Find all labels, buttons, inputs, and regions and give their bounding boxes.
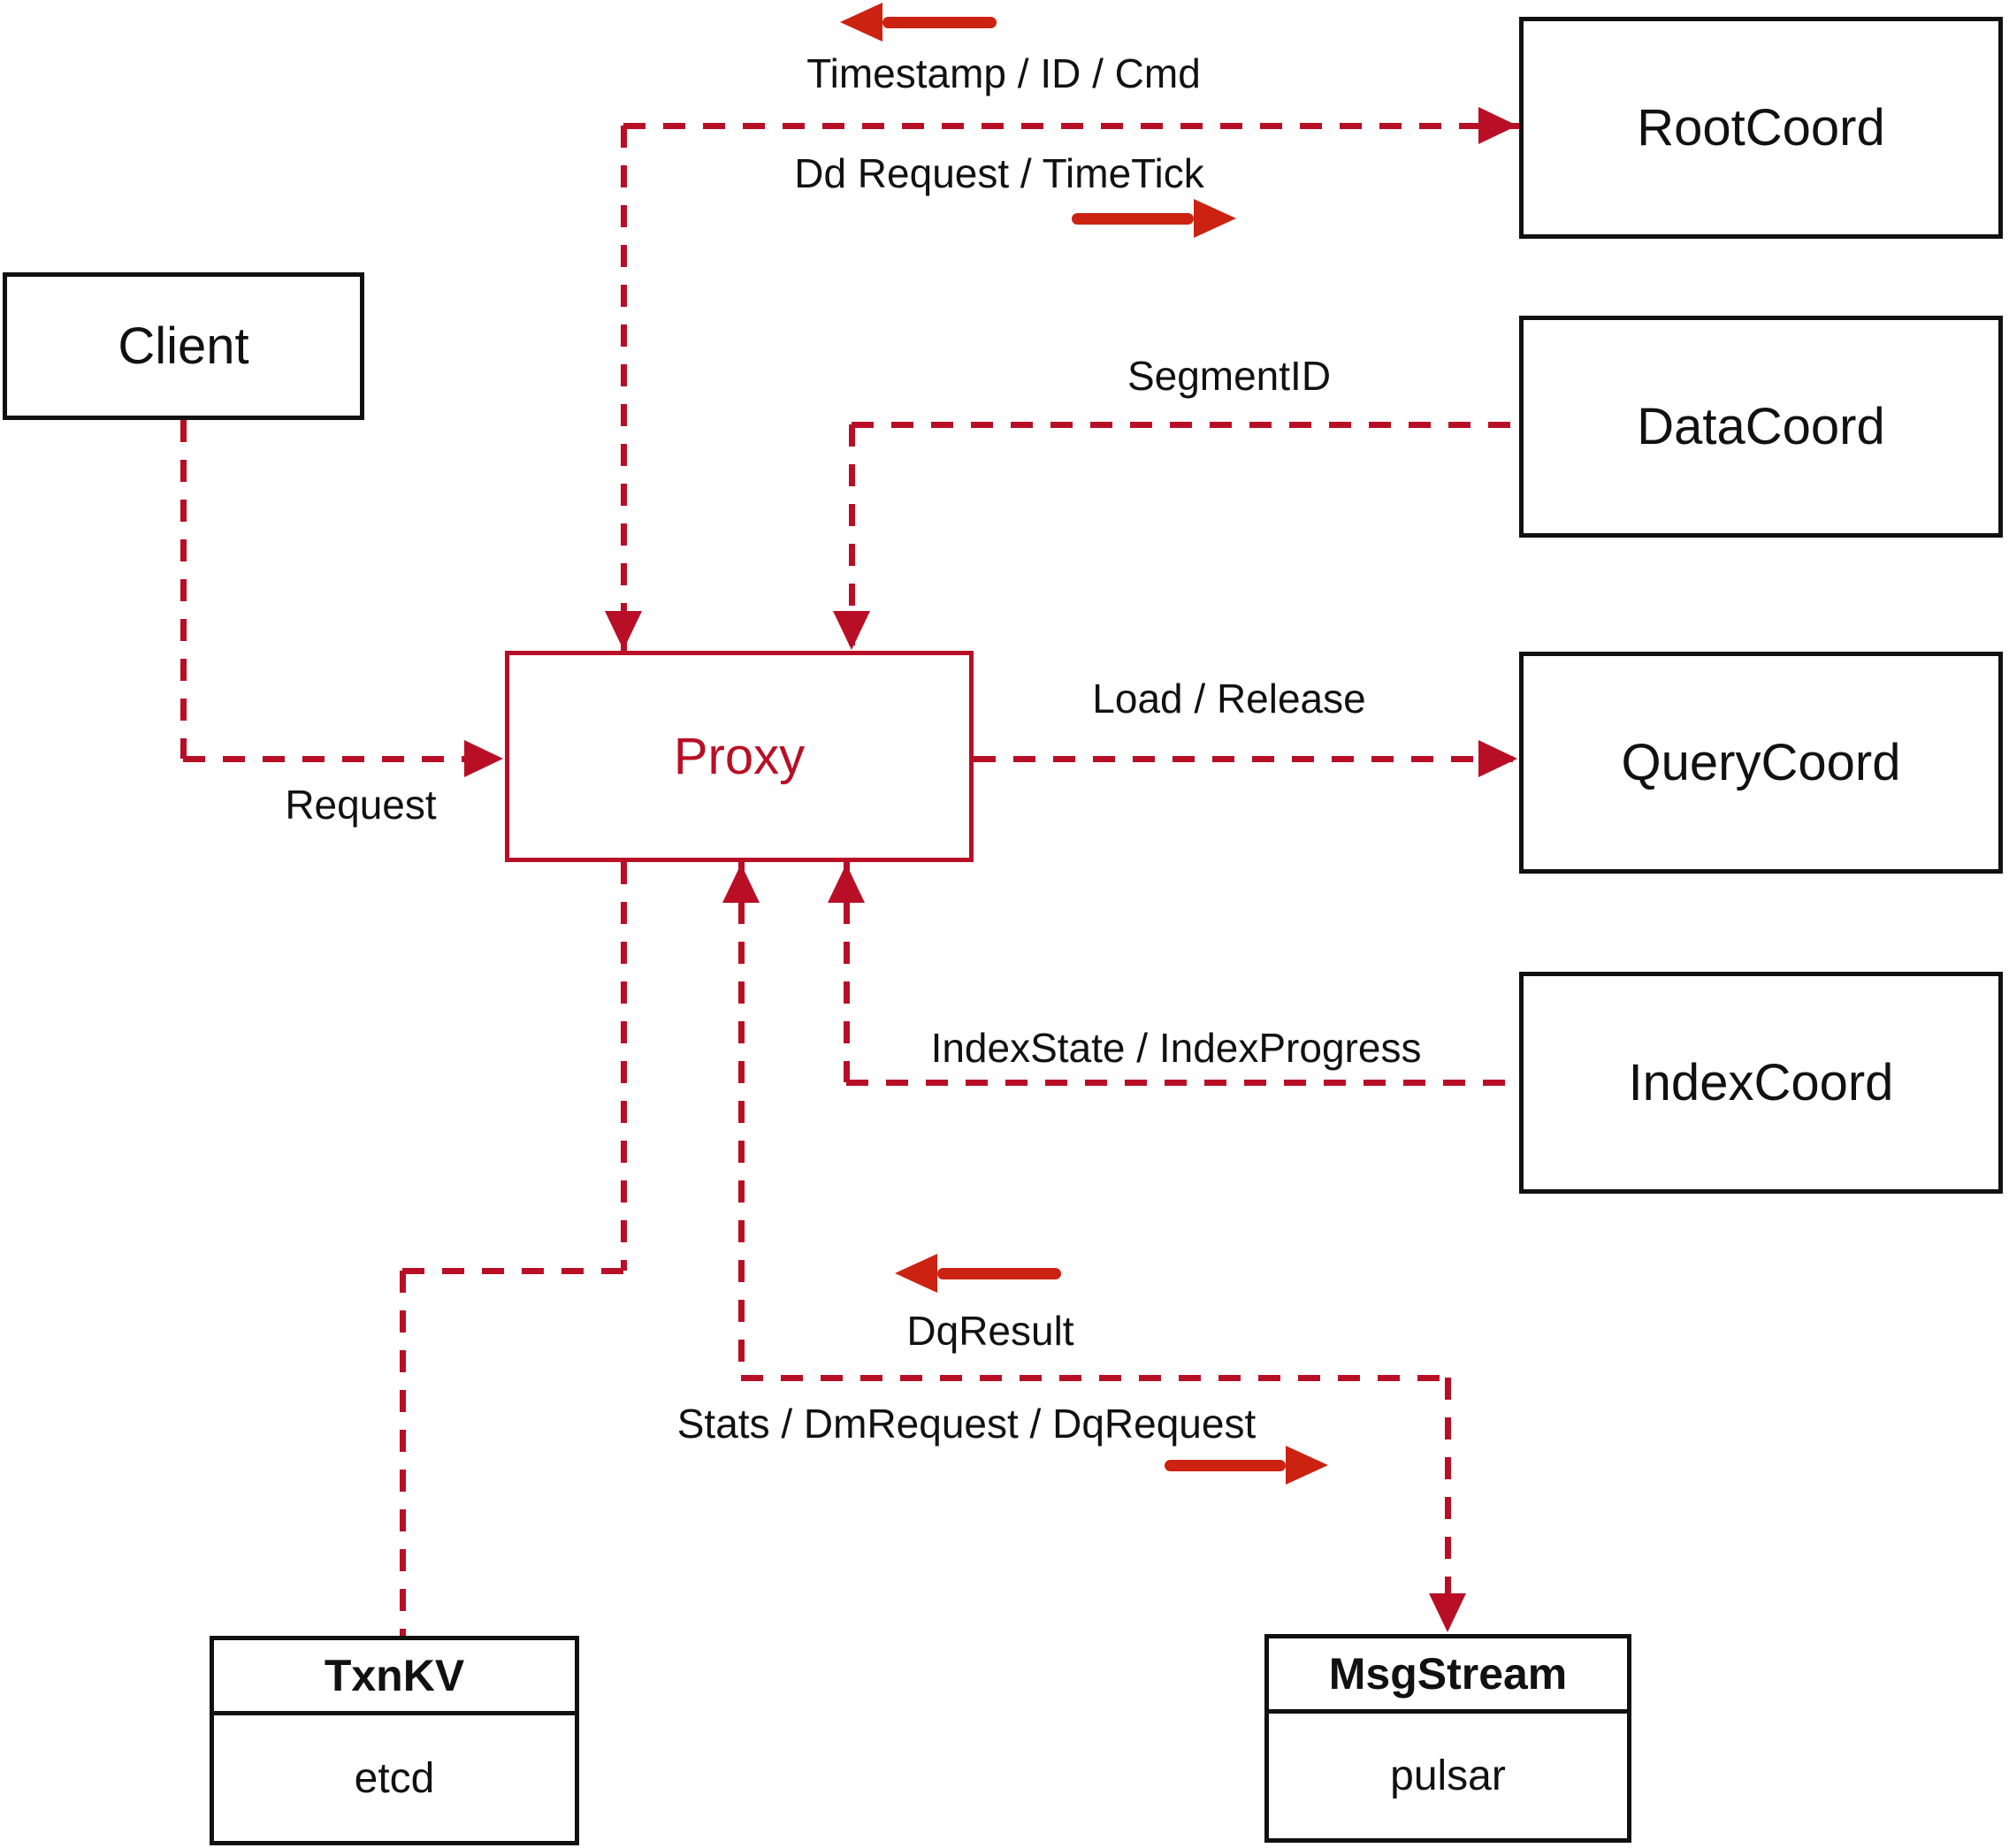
dashed-connector-segment (974, 755, 1519, 762)
node-txnkv-title: TxnKV (214, 1640, 575, 1715)
dashed-connector-segment (846, 1079, 1519, 1086)
edge-label-stats-dmrequest-dqrequest: Stats / DmRequest / DqRequest (676, 1401, 1257, 1447)
flow-direction-arrow-head (1286, 1446, 1328, 1485)
dashed-connector-segment (623, 122, 1519, 129)
dashed-connector-segment (741, 1374, 1448, 1381)
arrowhead (605, 611, 642, 650)
arrowhead (1478, 740, 1517, 777)
edge-label-indexstate-indexprogress: IndexState / IndexProgress (930, 1025, 1422, 1071)
dashed-connector-segment (180, 420, 187, 759)
edge-label-timestamp-id-cmd: Timestamp / ID / Cmd (806, 50, 1201, 96)
node-querycoord-label: QueryCoord (1621, 734, 1901, 791)
arrowhead (464, 740, 503, 777)
arrowhead (722, 864, 760, 903)
dashed-connector-segment (402, 1267, 623, 1274)
dashed-connector-segment (1444, 1378, 1451, 1594)
flow-direction-arrow-shaft (1072, 212, 1194, 225)
dashed-connector-segment (620, 126, 627, 652)
flow-direction-arrow-shaft (882, 16, 997, 28)
edge-label-load-release: Load / Release (1092, 676, 1366, 722)
node-datacoord: DataCoord (1519, 316, 2003, 538)
flow-direction-arrow-shaft (937, 1267, 1061, 1279)
node-client-label: Client (118, 317, 249, 375)
edge-label-request: Request (285, 782, 437, 828)
node-msgstream: MsgStream pulsar (1264, 1634, 1631, 1843)
flow-direction-arrow-shaft (1165, 1459, 1286, 1471)
dashed-connector-segment (843, 862, 850, 1082)
node-msgstream-body: pulsar (1390, 1753, 1506, 1799)
node-proxy: Proxy (505, 651, 974, 862)
node-msgstream-title: MsgStream (1269, 1638, 1627, 1714)
dashed-connector-segment (399, 1271, 406, 1636)
edge-label-dqresult: DqResult (906, 1308, 1074, 1354)
dashed-connector-segment (620, 862, 627, 1271)
arrowhead (828, 864, 865, 903)
arrowhead (1478, 107, 1517, 144)
flow-direction-arrow-head (895, 1254, 937, 1293)
dashed-connector-segment (183, 755, 500, 762)
node-indexcoord-label: IndexCoord (1628, 1054, 1894, 1111)
node-client: Client (3, 272, 364, 420)
node-querycoord: QueryCoord (1519, 652, 2003, 874)
arrowhead (1429, 1593, 1466, 1632)
node-proxy-label: Proxy (673, 728, 806, 785)
edge-label-dd-request-timetick: Dd Request / TimeTick (794, 150, 1204, 196)
node-rootcoord: RootCoord (1519, 17, 2003, 239)
edge-label-segmentid: SegmentID (1127, 353, 1332, 399)
dashed-connector-segment (737, 862, 745, 1378)
node-txnkv: TxnKV etcd (210, 1636, 579, 1845)
dashed-connector-segment (848, 424, 855, 652)
flow-direction-arrow-head (840, 3, 882, 42)
node-rootcoord-label: RootCoord (1637, 99, 1885, 157)
node-txnkv-body: etcd (354, 1754, 435, 1802)
node-datacoord-label: DataCoord (1637, 398, 1885, 455)
arrowhead (833, 611, 870, 650)
dashed-connector-segment (852, 421, 1519, 428)
flow-direction-arrow-head (1194, 199, 1236, 238)
node-indexcoord: IndexCoord (1519, 972, 2003, 1194)
